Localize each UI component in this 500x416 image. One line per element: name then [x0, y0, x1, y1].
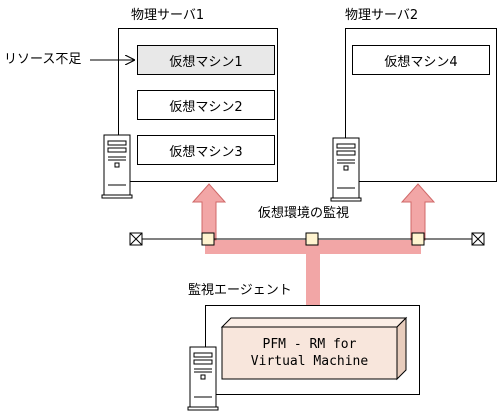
pfm-box — [220, 316, 408, 381]
monitoring-stem — [306, 240, 320, 305]
vm-1-label: 仮想マシン1 — [169, 54, 243, 70]
vm-1: 仮想マシン1 — [137, 45, 275, 75]
agent-label: 監視エージェント — [188, 283, 292, 298]
network-node-3 — [411, 232, 425, 246]
server-tower-icon-2 — [330, 137, 362, 202]
vm-3-label: 仮想マシン3 — [169, 144, 243, 160]
monitoring-path — [191, 183, 436, 305]
vm-4: 仮想マシン4 — [352, 45, 490, 75]
resource-shortage-label: リソース不足 — [4, 52, 82, 67]
terminator-right — [471, 232, 485, 246]
terminator-left — [129, 232, 143, 246]
pfm-text: PFM - RM for Virtual Machine — [222, 327, 397, 379]
up-arrow-server-1 — [191, 183, 227, 241]
server-1-title: 物理サーバ1 — [131, 8, 205, 23]
server-tower-icon-1 — [101, 134, 133, 199]
monitoring-label: 仮想環境の監視 — [258, 206, 350, 221]
pfm-line-2: Virtual Machine — [250, 354, 369, 369]
vm-3: 仮想マシン3 — [137, 135, 275, 165]
network-node-1 — [201, 232, 215, 246]
vm-2: 仮想マシン2 — [137, 90, 275, 120]
pfm-line-1: PFM - RM for — [262, 337, 357, 352]
server-tower-icon-3 — [187, 346, 219, 411]
vm-4-label: 仮想マシン4 — [384, 54, 458, 70]
up-arrow-server-2 — [400, 183, 436, 241]
vm-2-label: 仮想マシン2 — [169, 99, 243, 115]
server-2-title: 物理サーバ2 — [345, 8, 419, 23]
network-node-2 — [305, 232, 319, 246]
